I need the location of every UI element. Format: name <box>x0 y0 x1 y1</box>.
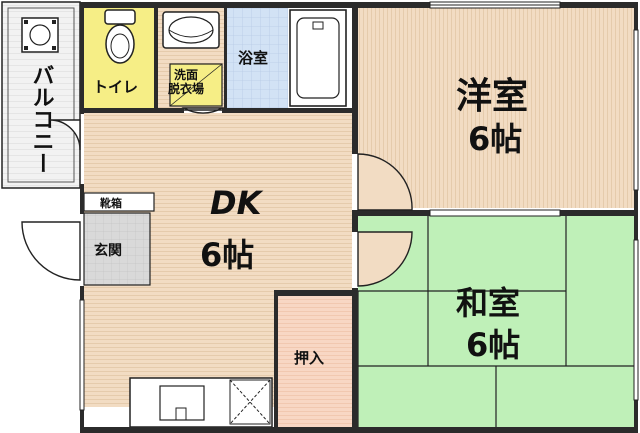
closet-label: 押入 <box>294 349 324 367</box>
windows <box>79 1 639 411</box>
door-swings <box>21 107 413 287</box>
toilet-label: トイレ <box>93 78 138 96</box>
western-room-name: 洋室 <box>456 76 528 117</box>
bathroom: 浴室 <box>226 8 347 108</box>
washroom-label-2: 脱衣場 <box>168 81 204 96</box>
washroom: 洗面 脱衣場 <box>158 8 224 108</box>
japanese-room: 和室 6帖 <box>357 216 634 427</box>
balcony-door-icon <box>49 119 81 151</box>
western-room-size: 6帖 <box>468 120 522 158</box>
western-room: 洋室 6帖 <box>358 8 634 208</box>
japanese-room-door-icon <box>357 231 413 287</box>
aircon-unit-icon <box>21 17 59 53</box>
entrance: 靴箱 玄関 <box>83 192 155 286</box>
toilet-room: トイレ <box>84 8 156 108</box>
washing-machine-pan <box>169 63 223 107</box>
dk-name: DK <box>210 184 264 222</box>
japanese-room-size: 6帖 <box>466 326 520 364</box>
japanese-room-name: 和室 <box>456 284 520 322</box>
entrance-door-icon <box>21 221 81 281</box>
closet: 押入 <box>278 296 352 427</box>
dk-size: 6帖 <box>200 236 254 274</box>
bathtub-icon <box>289 9 347 107</box>
balcony-label: バルコニー <box>29 64 54 174</box>
entrance-label: 玄関 <box>94 242 122 259</box>
washroom-label-1: 洗面 <box>174 67 198 82</box>
bath-label: 浴室 <box>238 49 268 67</box>
toilet-icon <box>104 9 136 64</box>
shoe-box-label: 靴箱 <box>100 196 122 210</box>
stove-icon <box>229 379 271 425</box>
kitchen-counter <box>129 377 273 428</box>
western-room-door-icon <box>357 153 413 211</box>
wash-basin-icon <box>162 11 220 49</box>
balcony: バルコニー <box>1 1 81 189</box>
